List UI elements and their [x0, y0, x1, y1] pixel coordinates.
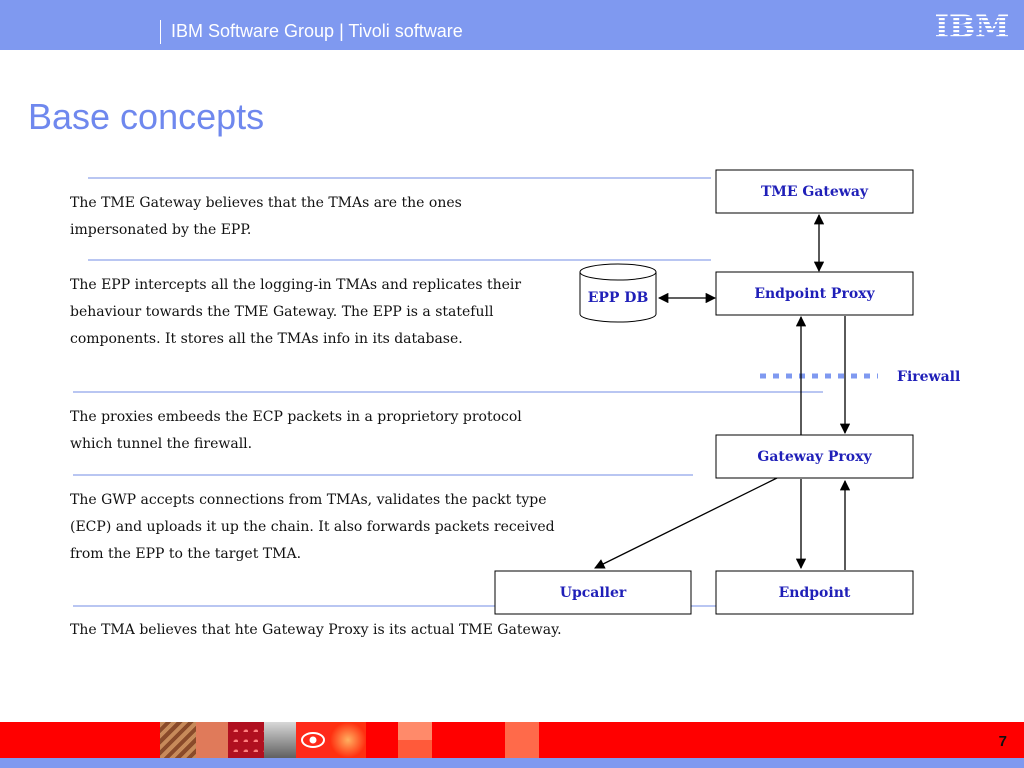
connector-gwp-to-upcaller [594, 477, 778, 569]
paragraph-proxies: The proxies embeeds the ECP packets in a… [70, 404, 522, 458]
paragraph-tma: The TMA believes that hte Gateway Proxy … [70, 617, 562, 644]
node-upcaller: Upcaller [560, 585, 627, 601]
text-line: The TME Gateway believes that the TMAs a… [70, 195, 462, 211]
footer-strip [0, 758, 1024, 768]
text-line: The proxies embeeds the ECP packets in a… [70, 409, 522, 425]
text-line: (ECP) and uploads it up the chain. It al… [70, 519, 555, 535]
node-epp-db: EPP DB [588, 290, 649, 306]
footer-image-tile [398, 722, 432, 758]
text-line: The EPP intercepts all the logging-in TM… [70, 277, 522, 293]
paragraph-epp: The EPP intercepts all the logging-in TM… [70, 272, 521, 353]
header-bar: IBM Software Group | Tivoli software IBM [0, 0, 1024, 50]
paragraph-tme-gateway: The TME Gateway believes that the TMAs a… [70, 190, 462, 244]
node-endpoint: Endpoint [779, 585, 851, 601]
firewall-label: Firewall [897, 369, 960, 385]
footer-image-tile [264, 722, 296, 758]
footer-image-tile [228, 722, 264, 758]
node-endpoint-proxy: Endpoint Proxy [754, 286, 875, 302]
header-title: IBM Software Group | Tivoli software [171, 21, 463, 41]
footer-image-tile [330, 722, 366, 758]
node-gateway-proxy: Gateway Proxy [757, 449, 872, 465]
text-line: which tunnel the firewall. [70, 436, 253, 452]
text-line: behaviour towards the TME Gateway. The E… [70, 304, 494, 320]
node-tme-gateway-box [715, 169, 914, 214]
text-line: The GWP accepts connections from TMAs, v… [70, 492, 547, 508]
header-separator [160, 20, 161, 44]
text-line: components. It stores all the TMAs info … [70, 331, 463, 347]
text-line: from the EPP to the target TMA. [70, 546, 302, 562]
footer-image-tile [160, 722, 196, 758]
node-epp-db-cylinder [579, 263, 657, 323]
svg-text:IBM: IBM [936, 10, 1008, 40]
node-endpoint-box [715, 570, 914, 615]
eye-icon [301, 732, 325, 748]
node-tme-gateway: TME Gateway [761, 184, 869, 200]
text-line: The TMA believes that hte Gateway Proxy … [70, 622, 562, 638]
architecture-diagram: Firewall TME Gateway Endpoint Proxy EPP … [73, 169, 960, 615]
node-gateway-proxy-box [715, 434, 914, 479]
footer-image-tile [505, 722, 539, 758]
ibm-logo: IBM [936, 10, 1008, 40]
footer-image-tile [196, 722, 228, 758]
page-title: Base concepts [28, 96, 265, 137]
node-upcaller-box [494, 570, 692, 615]
page-number: 7 [998, 733, 1007, 750]
paragraph-gwp: The GWP accepts connections from TMAs, v… [70, 487, 555, 568]
node-endpoint-proxy-box [715, 271, 914, 316]
text-line: impersonated by the EPP. [70, 222, 252, 238]
